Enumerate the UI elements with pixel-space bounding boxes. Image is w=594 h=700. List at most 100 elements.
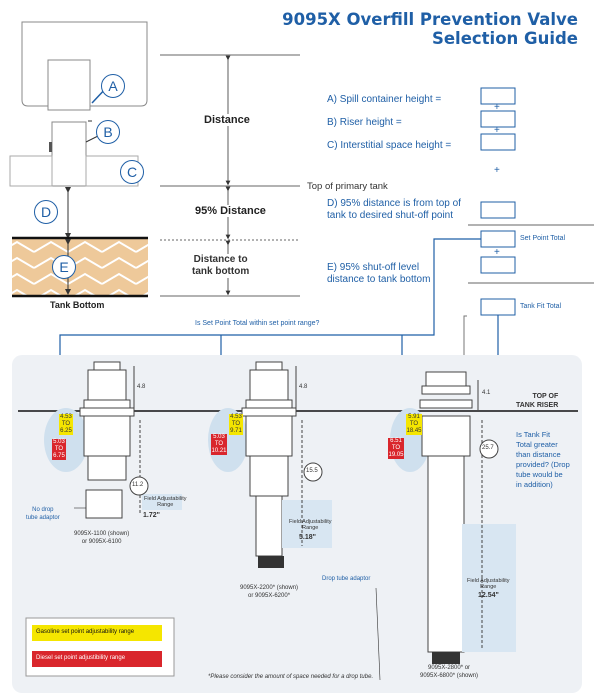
- to-bottom-label: Distance to tank bottom: [192, 254, 250, 278]
- fit-circle-1: [129, 476, 149, 496]
- to-bottom-line2: tank bottom: [192, 266, 250, 277]
- top-primary-label: Top of primary tank: [307, 181, 388, 192]
- diesel-value: 6.75: [53, 453, 65, 459]
- no-drop-line: No drop: [32, 507, 54, 513]
- diesel-value: 10.21: [211, 448, 227, 454]
- range-label-line: Field Adjustability: [289, 519, 332, 525]
- no-drop-line: tube adaptor: [26, 515, 60, 521]
- valve-2-fit: 15.5: [306, 468, 318, 474]
- marker-c: C: [120, 160, 144, 184]
- no-drop-label: No drop tube adaptor: [26, 506, 60, 522]
- diesel-value: 19.05: [388, 452, 404, 458]
- gas-value: 5.91: [408, 414, 420, 420]
- gas-to: TO: [61, 421, 71, 427]
- model-line: 9095X-6800* (shown): [420, 673, 479, 679]
- tank-bottom-label: Tank Bottom: [50, 300, 105, 310]
- legend-diesel: Diesel set point adjustibility range: [36, 655, 126, 661]
- model-line: or 9095X-6100: [81, 539, 122, 545]
- form-e-label: E) 95% shut-off level distance to tank b…: [327, 262, 430, 286]
- form-e-line1: E) 95% shut-off level: [327, 262, 420, 273]
- fit-circle-2: [303, 462, 323, 482]
- form-d-label: D) 95% distance is from top of tank to d…: [327, 198, 461, 222]
- gas-value: 18.45: [406, 428, 422, 434]
- spill-container: [21, 21, 148, 111]
- valve-1-range-value: 1.72": [143, 512, 160, 519]
- valve-3-model: 9095X-2800* or 9095X-6800* (shown): [420, 664, 478, 680]
- diesel-to: TO: [391, 445, 401, 451]
- gas-value: 4.53: [230, 414, 242, 420]
- gas-to: TO: [409, 421, 419, 427]
- plus-1: +: [494, 102, 500, 113]
- set-point-total-label: Set Point Total: [520, 235, 566, 242]
- title-line1: 9095X Overfill Prevention Valve: [282, 10, 578, 29]
- drop-adaptor-label: Drop tube adaptor: [322, 576, 371, 582]
- form-d-line2: tank to desired shut-off point: [327, 210, 454, 221]
- plus-3: +: [494, 165, 500, 176]
- diesel-value: 5.03: [53, 439, 65, 445]
- question-fit-line: provided? (Drop: [516, 460, 570, 469]
- marker-b: B: [96, 120, 120, 144]
- pct95-label: 95% Distance: [193, 205, 268, 217]
- plus-4: +: [494, 247, 500, 258]
- valve-2-top-dim: 4.8: [299, 384, 308, 390]
- legend-gas: Gasoline set point adjustability range: [36, 629, 135, 635]
- valve-3-fit: 25.7: [482, 445, 494, 451]
- top-riser-line1: TOP OF: [532, 393, 559, 400]
- plus-2: +: [494, 125, 500, 136]
- distance-label: Distance: [202, 114, 252, 126]
- gas-value: 9.71: [230, 428, 242, 434]
- valve-3-range-value: 12.54": [478, 592, 499, 599]
- valve-1-fit: 11.2: [132, 482, 144, 488]
- range-label-line: Field Adjustability: [467, 578, 510, 584]
- range-label-line: Range: [157, 502, 174, 508]
- form-b-label: B) Riser height =: [327, 117, 402, 128]
- diesel-value: 5.03: [213, 434, 225, 440]
- diesel-to: TO: [54, 446, 64, 452]
- question-fit: Is Tank Fit Total greater than distance …: [516, 430, 570, 490]
- marker-a: A: [101, 74, 125, 98]
- question-fit-line: tube would be: [516, 470, 563, 479]
- model-line: 9095X-2800* or: [428, 665, 471, 671]
- footnote: *Please consider the amount of space nee…: [208, 674, 374, 680]
- range-label-line: Range: [302, 525, 319, 531]
- riser: [51, 121, 87, 187]
- valve-3-top-dim: 4.1: [482, 390, 491, 396]
- tank-fit-total-label: Tank Fit Total: [520, 303, 562, 310]
- interstitial-left: [9, 155, 53, 187]
- marker-e: E: [52, 255, 76, 279]
- page-title: 9095X Overfill Prevention Valve Selectio…: [282, 10, 578, 48]
- form-d-line1: D) 95% distance is from top of: [327, 198, 461, 209]
- valve-3-drawing: [390, 371, 516, 664]
- gas-to: TO: [231, 421, 241, 427]
- question-range: Is Set Point Total within set point rang…: [195, 320, 320, 327]
- valve-1-top-dim: 4.8: [137, 384, 146, 390]
- form-a-label: A) Spill container height =: [327, 94, 442, 105]
- title-line2: Selection Guide: [431, 29, 578, 48]
- form-c-label: C) Interstitial space height =: [327, 140, 452, 151]
- question-fit-line: than distance: [516, 450, 561, 459]
- top-riser-label: TOP OF TANK RISER: [516, 392, 558, 410]
- model-line: 9095X-2200* (shown): [240, 585, 299, 591]
- range-label-line: Field Adjustability: [144, 496, 187, 502]
- gas-value: 4.53: [60, 414, 72, 420]
- range-label-line: Range: [480, 584, 497, 590]
- valve-2-model: 9095X-2200* (shown) or 9095X-6200*: [240, 584, 298, 600]
- fit-circle-3: [479, 439, 499, 459]
- to-bottom-line1: Distance to: [193, 254, 248, 265]
- diesel-to: TO: [214, 441, 224, 447]
- marker-d: D: [34, 200, 58, 224]
- form-e-line2: distance to tank bottom: [327, 274, 431, 285]
- question-fit-line: Total greater: [516, 440, 558, 449]
- model-line: 9095X-1100 (shown): [74, 531, 130, 537]
- valve-1-model: 9095X-1100 (shown) or 9095X-6100: [74, 530, 129, 546]
- valve-2-range-value: 5.18": [299, 534, 316, 541]
- model-line: or 9095X-6200*: [248, 593, 291, 599]
- question-fit-line: Is Tank Fit: [516, 430, 551, 439]
